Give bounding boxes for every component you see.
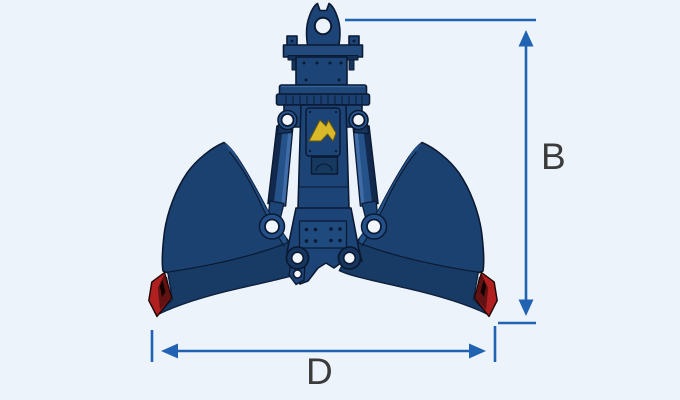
hydraulic-cylinder-right	[352, 123, 380, 225]
dimension-b-label: B	[541, 136, 566, 177]
dimension-d-label: D	[306, 351, 333, 392]
rotator-collar	[275, 84, 371, 106]
clamshell-grab-illustration	[148, 2, 499, 318]
dimension-b-arrow-up	[518, 30, 534, 47]
cutting-tooth-left	[148, 271, 173, 318]
shoulder-pin-left	[277, 109, 298, 131]
lifting-eye-hole	[313, 16, 333, 36]
pivot-pin-right	[337, 246, 362, 270]
body-hatch	[310, 156, 339, 175]
dimension-d-arrow-left	[161, 343, 178, 359]
shoulder-pin-right	[348, 109, 369, 131]
main-body-column	[293, 104, 354, 232]
dimension-d-arrow-right	[469, 343, 486, 359]
lifting-eye	[305, 2, 341, 49]
brand-logo	[308, 119, 337, 142]
hydraulic-cylinder-left	[266, 123, 294, 225]
bucket-shell-left	[148, 141, 308, 318]
dimension-b	[345, 18, 536, 325]
dimension-b-arrow-down	[518, 299, 534, 316]
center-bracket	[285, 207, 363, 286]
bolt-plate	[298, 220, 348, 249]
pivot-pin-left	[285, 246, 310, 270]
bolt-holes	[304, 227, 342, 243]
dimension-d	[150, 326, 497, 362]
rotator-block	[291, 56, 355, 86]
